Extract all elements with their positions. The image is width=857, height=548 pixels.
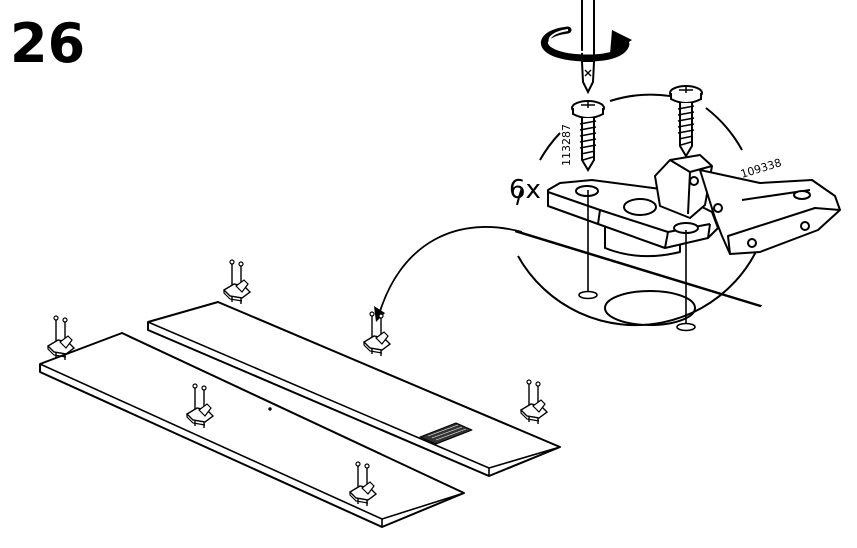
- hinge-mounting-plate-icon: [548, 155, 840, 256]
- detail-circle-outline: [540, 133, 560, 160]
- quantity-label: 6x: [509, 175, 541, 205]
- back-panel-hinge-plate: [224, 260, 250, 304]
- back-panel-hinge-plate: [521, 380, 547, 424]
- callout-leader-line: [378, 227, 522, 318]
- part-number-hinge-plate: 109338: [739, 156, 783, 181]
- drill-hole-outline: [605, 291, 695, 325]
- screw-icon: [670, 86, 702, 156]
- phillips-screwdriver-icon: [582, 0, 594, 92]
- step-number: 26: [10, 12, 85, 75]
- screw-icon: [572, 101, 604, 170]
- part-number-screw: 113287: [560, 124, 573, 166]
- detail-callout: 6x 113287 109338: [374, 0, 840, 331]
